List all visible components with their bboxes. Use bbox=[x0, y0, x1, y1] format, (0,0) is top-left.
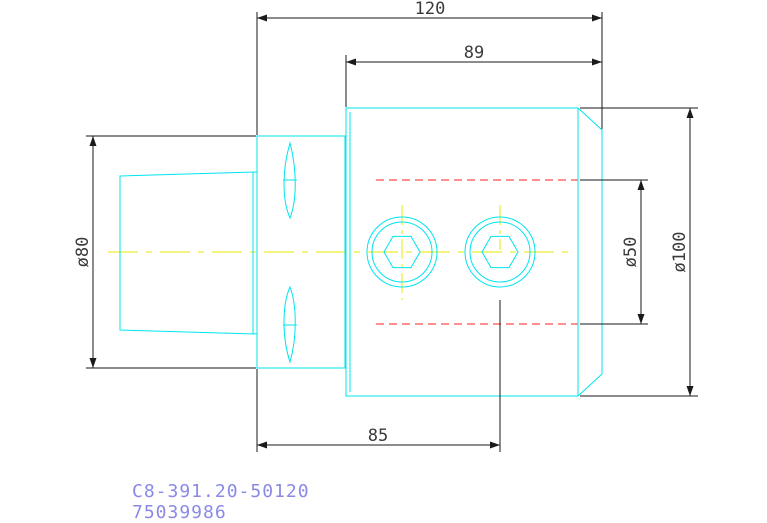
dim-120-label: 120 bbox=[415, 0, 446, 19]
body bbox=[345, 107, 603, 397]
upper-slot bbox=[283, 141, 297, 220]
dim-85-label: 85 bbox=[368, 426, 388, 446]
shank-taper bbox=[119, 171, 258, 335]
lower-slot bbox=[283, 285, 297, 364]
part-outline bbox=[119, 107, 603, 397]
dimension-lines bbox=[86, 12, 698, 452]
flange bbox=[256, 135, 346, 369]
bore-1-outer bbox=[366, 216, 438, 288]
dim-d50-label: ø50 bbox=[621, 237, 641, 268]
hidden-lines bbox=[376, 179, 578, 325]
dim-d80-label: ø80 bbox=[73, 237, 93, 268]
dim-89-label: 89 bbox=[464, 43, 484, 63]
bore-1-inner bbox=[371, 221, 433, 283]
part-number: C8-391.20-50120 bbox=[132, 481, 310, 502]
bore-2-inner bbox=[469, 221, 531, 283]
bore-1-hex-socket bbox=[383, 235, 421, 269]
bore-2-hex-socket bbox=[481, 235, 519, 269]
bore-2-outer bbox=[464, 216, 536, 288]
bore-1 bbox=[366, 216, 438, 288]
dim-d100-label: ø100 bbox=[670, 232, 690, 273]
dimension-labels: 120 89 85 ø80 ø50 ø100 bbox=[73, 0, 690, 446]
bore-2 bbox=[464, 216, 536, 288]
centerlines bbox=[108, 205, 574, 300]
item-number: 75039986 bbox=[132, 502, 227, 523]
